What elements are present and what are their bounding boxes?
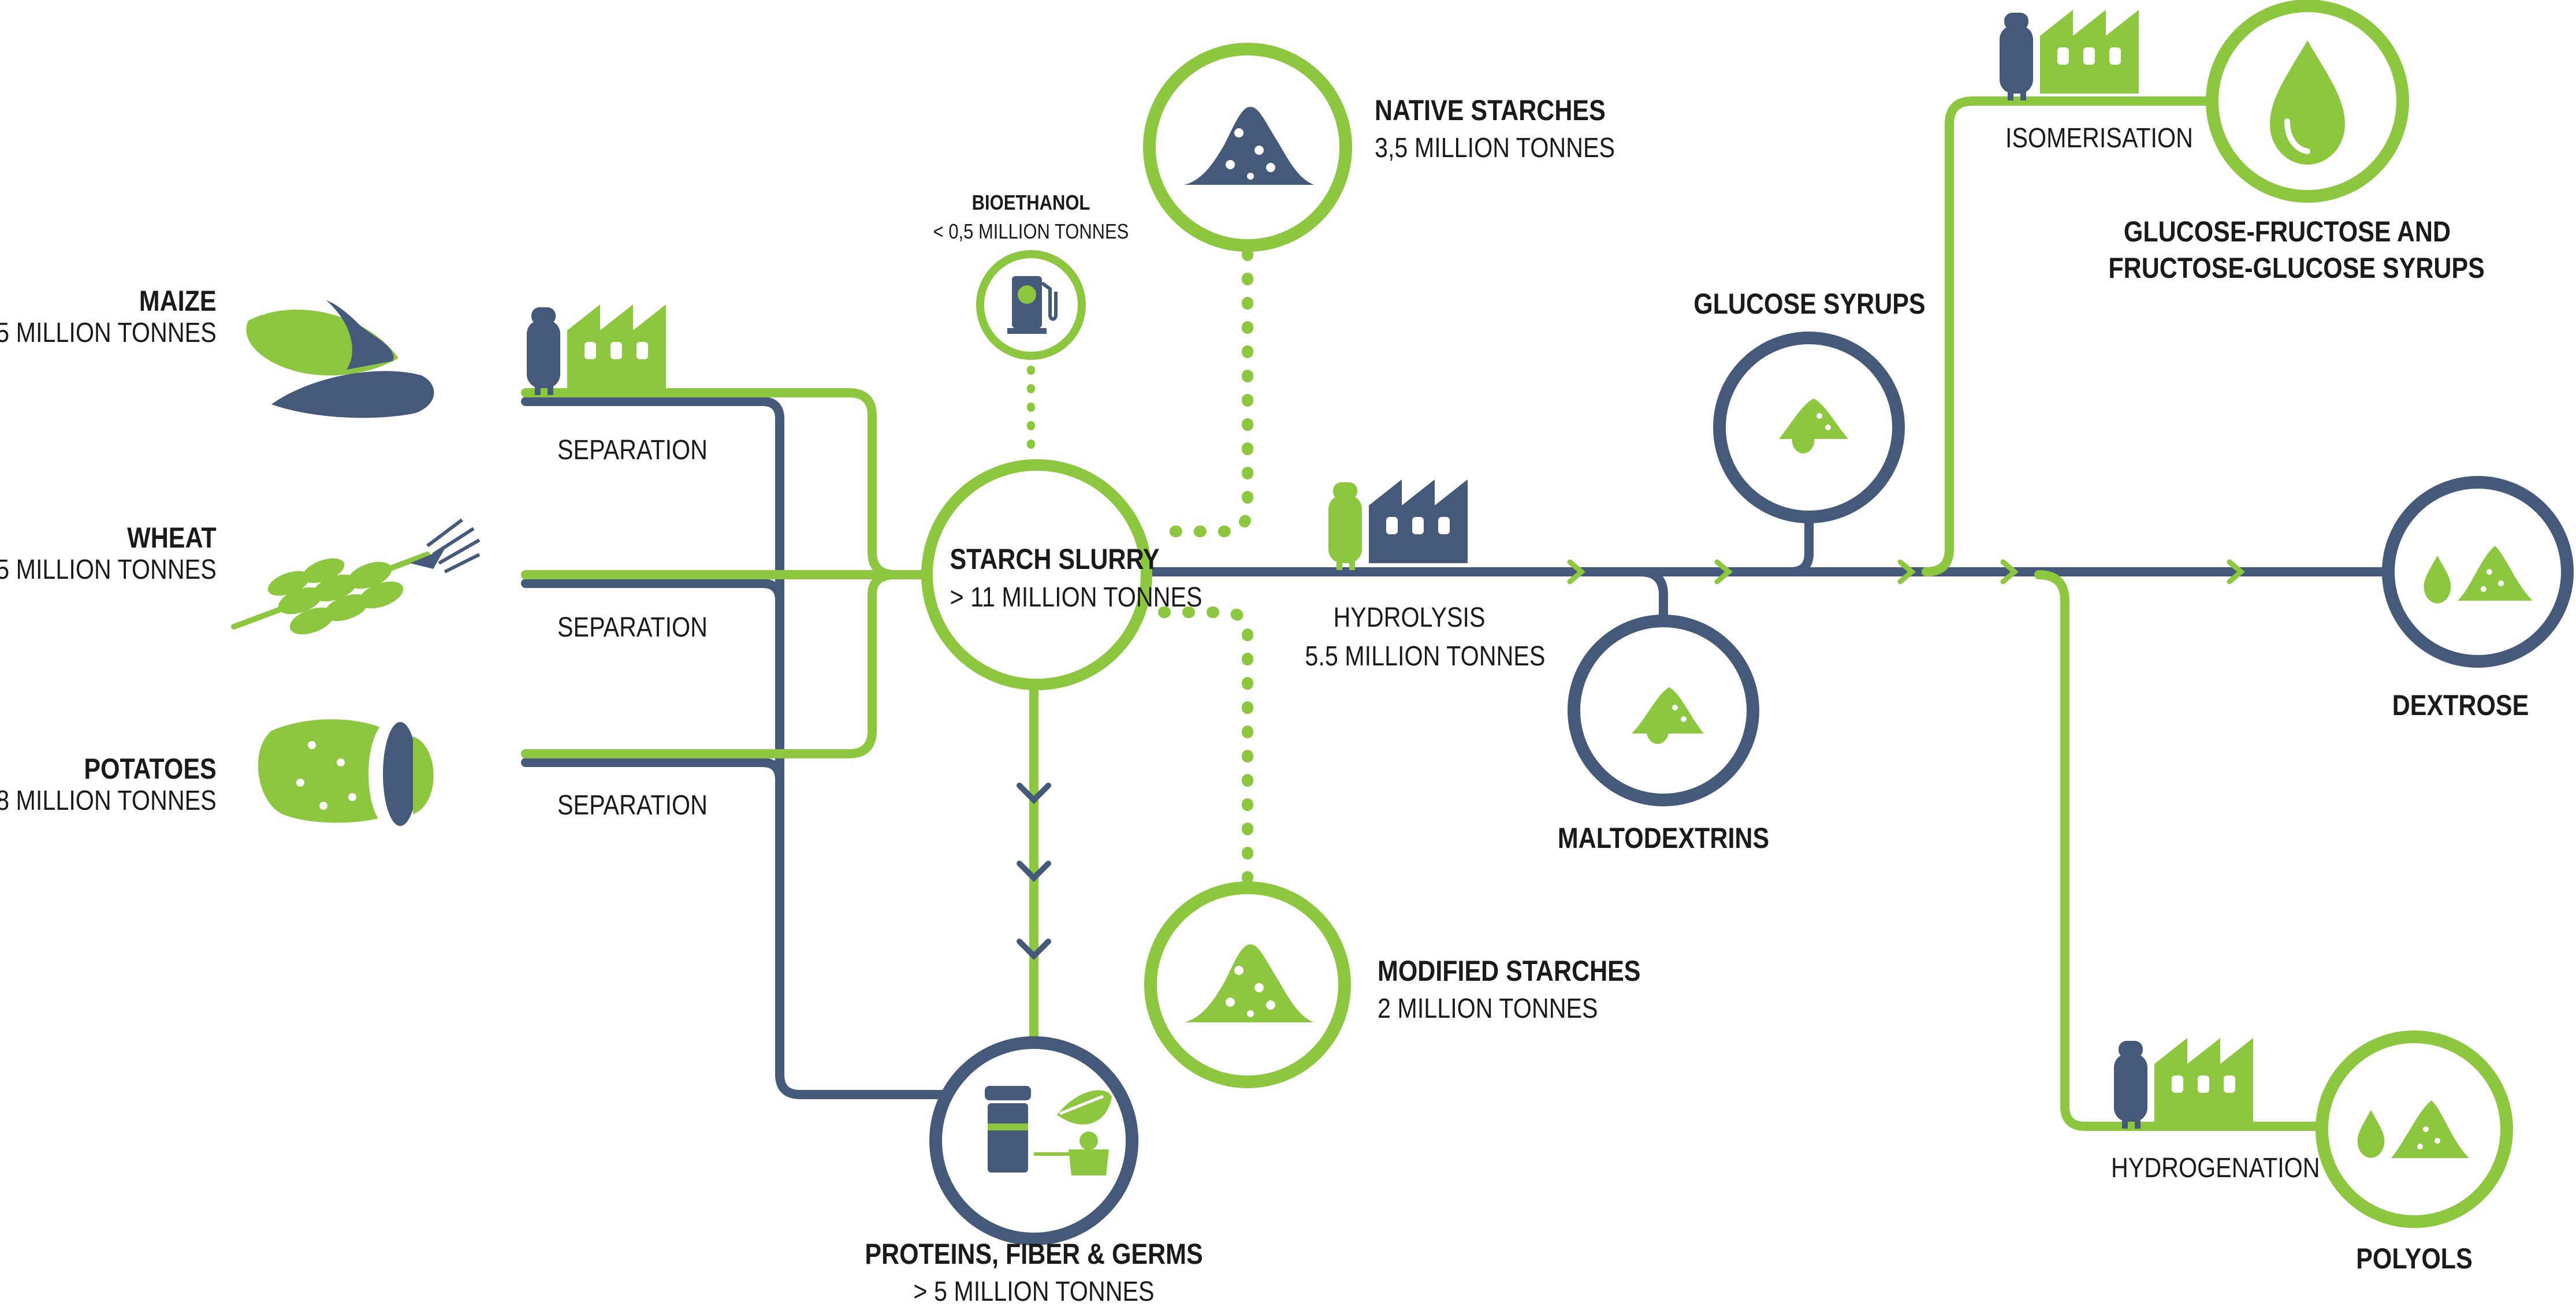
native-starches-node (1143, 43, 1352, 252)
factory-icon (2000, 10, 2139, 101)
fuel-pump-icon (1007, 276, 1058, 334)
wheat-icon (231, 518, 481, 635)
native-starches-name: NATIVE STARCHES (1375, 94, 1606, 126)
glucose-fructose-node (2206, 0, 2409, 203)
bioethanol-amount: < 0,5 MILLION TONNES (933, 219, 1129, 243)
native-starches-amount: 3,5 MILLION TONNES (1375, 133, 1615, 163)
modified-starches-amount: 2 MILLION TONNES (1378, 993, 1598, 1024)
wheat-name: WHEAT (127, 522, 217, 554)
isomerisation-branch (1922, 96, 2217, 576)
modified-starches-name: MODIFIED STARCHES (1378, 955, 1641, 987)
right-chevrons (1567, 559, 2245, 585)
native-starches-dotted-line (1158, 248, 1253, 537)
polyols-node (2316, 1030, 2513, 1228)
wheat-separation-line (521, 579, 784, 605)
wheat-amount: 9.5 MILLION TONNES (0, 554, 217, 585)
maltodextrins-name: MALTODEXTRINS (1557, 822, 1770, 854)
maize-icon (246, 300, 434, 418)
dextrose-node (2382, 476, 2574, 668)
factory-icon (2114, 1038, 2253, 1129)
maize-name: MAIZE (139, 285, 217, 317)
starch-pile-icon (1184, 107, 1314, 185)
separation-label: SEPARATION (557, 790, 708, 821)
drop-icon (2270, 40, 2345, 165)
starch-slurry-amount: > 11 MILLION TONNES (950, 582, 1203, 613)
starch-slurry-circle (921, 459, 1152, 690)
drop-pile-icon (2357, 1100, 2469, 1158)
glucose-fructose-line2: FRUCTOSE-GLUCOSE SYRUPS (2108, 252, 2485, 284)
factory-icon (1328, 479, 1468, 570)
flow-lines (521, 96, 2396, 1131)
hydrogenation-branch (2034, 570, 2350, 1131)
starch-pile-icon (1184, 944, 1314, 1022)
dextrose-name: DEXTROSE (2392, 689, 2529, 721)
polyols-name: POLYOLS (2356, 1242, 2473, 1275)
modified-starches-dotted-line (1158, 606, 1253, 907)
maltodextrins-branch (1636, 567, 1668, 628)
proteins-node (929, 1036, 1138, 1245)
potato-starch-line (521, 570, 900, 758)
glucose-syrups-branch (1786, 515, 1814, 576)
hydrolysis-amount: 5.5 MILLION TONNES (1305, 641, 1546, 672)
factory-icon (527, 304, 666, 395)
separation-label: SEPARATION (557, 435, 708, 466)
potatoes-amount: 8 MILLION TONNES (0, 786, 217, 816)
maize-separation-line (521, 397, 975, 1099)
glucose-syrups-node (1713, 332, 1905, 523)
maltodextrins-node (1568, 615, 1759, 806)
drop-pile-icon (1632, 687, 1704, 744)
down-chevrons (1017, 783, 1051, 961)
proteins-amount: > 5 MILLION TONNES (913, 1276, 1155, 1307)
bioethanol-name: BIOETHANOL (971, 191, 1090, 214)
proteins-name: PROTEINS, FIBER & GERMS (865, 1238, 1203, 1270)
shaker-leaf-icon (985, 1086, 1112, 1175)
glucose-syrups-name: GLUCOSE SYRUPS (1693, 288, 1926, 320)
maize-amount: 7,5 MILLION TONNES (0, 318, 217, 348)
maize-starch-line (521, 388, 929, 579)
drop-pile-icon (2424, 546, 2533, 604)
drop-pile-icon (1779, 399, 1848, 453)
hydrolysis-label: HYDROLYSIS (1333, 602, 1486, 633)
potato-icon (258, 719, 434, 829)
modified-starches-node (1144, 881, 1351, 1088)
separation-label: SEPARATION (557, 612, 708, 643)
starch-slurry-name: STARCH SLURRY (950, 543, 1160, 575)
isomerisation-label: ISOMERISATION (2005, 123, 2193, 154)
potatoes-name: POTATOES (84, 753, 217, 785)
hydrogenation-label: HYDROGENATION (2111, 1153, 2320, 1184)
glucose-fructose-line1: GLUCOSE-FRUCTOSE AND (2123, 215, 2451, 248)
potato-separation-line (521, 758, 784, 784)
bioethanol-node (976, 250, 1086, 360)
